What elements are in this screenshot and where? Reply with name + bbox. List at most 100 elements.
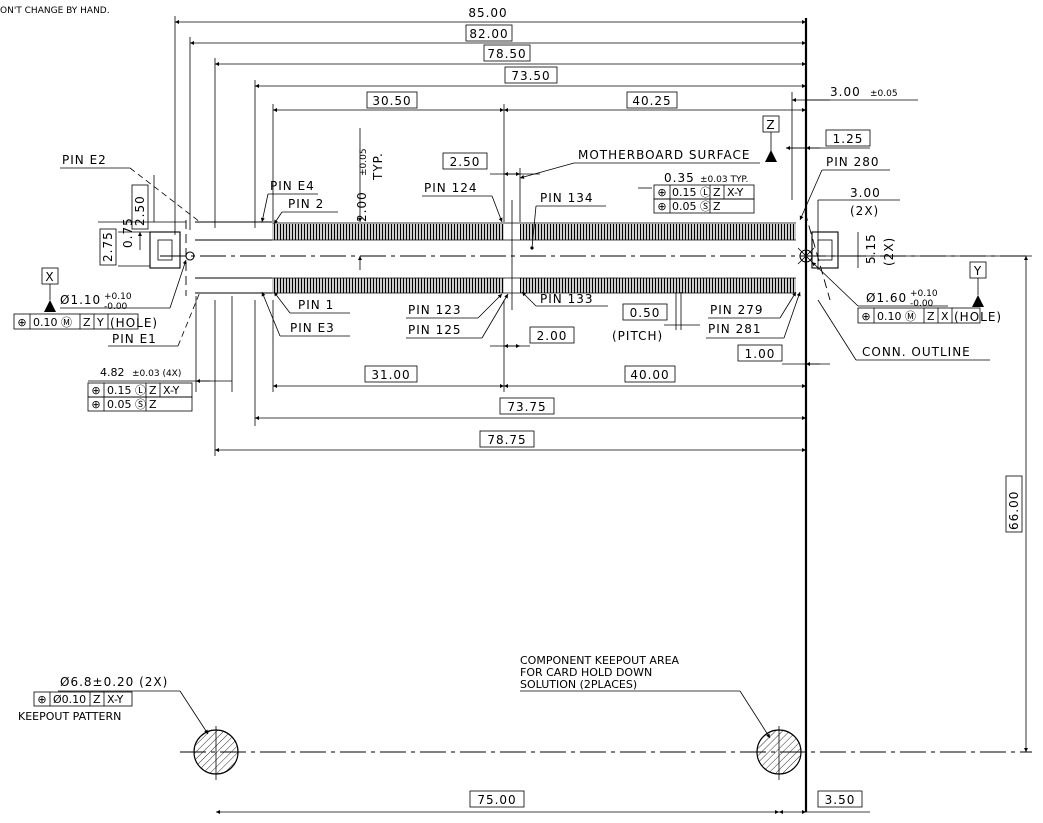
svg-text:0.05 Ⓢ: 0.05 Ⓢ <box>672 200 711 213</box>
svg-text:0.15 Ⓛ: 0.15 Ⓛ <box>107 384 146 397</box>
svg-text:Z: Z <box>83 316 91 329</box>
hole-left-tol-plus: +0.10 <box>104 292 132 302</box>
dim-2-50: 2.50 <box>450 155 481 169</box>
hole-right-tol-minus: -0.00 <box>910 299 934 309</box>
label-motherboard-surface: MOTHERBOARD SURFACE <box>578 148 750 162</box>
dim-3-50: 3.50 <box>825 793 856 807</box>
datum-y: Y <box>973 264 982 278</box>
dim-40-00: 40.00 <box>630 368 669 382</box>
header-note: ON'T CHANGE BY HAND. <box>0 6 110 16</box>
label-pin-133: PIN 133 <box>540 292 593 306</box>
label-pin-134: PIN 134 <box>540 191 593 205</box>
dim-2-00-v: 2.00 <box>355 191 369 222</box>
label-pin-124: PIN 124 <box>424 181 477 195</box>
keepout-pattern: KEEPOUT PATTERN <box>18 710 121 723</box>
keepout-dia: Ø6.8±0.20 (2X) <box>60 675 168 689</box>
hole-right-dia: Ø1.60 <box>866 291 907 305</box>
svg-text:Z: Z <box>713 186 721 199</box>
svg-text:Z: Z <box>149 398 157 411</box>
svg-text:X-Y: X-Y <box>107 693 124 706</box>
svg-text:Z: Z <box>149 384 157 397</box>
hole-right-word: (HOLE) <box>954 310 1002 324</box>
dim-2x-a: (2X) <box>850 204 879 218</box>
label-pin-1: PIN 1 <box>298 298 334 312</box>
svg-text:⊕: ⊕ <box>91 384 100 397</box>
dim-0-35: 0.35 <box>664 171 695 185</box>
fcf-pitch: ⊕ 0.15 Ⓛ Z X-Y ⊕ 0.05 Ⓢ Z <box>653 184 755 214</box>
svg-text:0.05 Ⓢ: 0.05 Ⓢ <box>107 398 146 411</box>
keepout-title-3: SOLUTION (2PLACES) <box>520 678 637 691</box>
dim-82: 82.00 <box>469 27 508 41</box>
svg-text:0.10 Ⓜ: 0.10 Ⓜ <box>877 310 916 323</box>
dim-2-75: 2.75 <box>101 231 115 262</box>
fcf-e-pins: ⊕ 0.15 Ⓛ Z X-Y ⊕ 0.05 Ⓢ Z <box>87 382 193 412</box>
hole-right-tol-plus: +0.10 <box>910 289 938 299</box>
svg-text:⊕: ⊕ <box>91 398 100 411</box>
dim-30-50: 30.50 <box>372 94 411 108</box>
dim-31-00: 31.00 <box>371 368 410 382</box>
dim-1-25: 1.25 <box>833 132 864 146</box>
svg-text:X: X <box>941 310 949 323</box>
label-pin-e4: PIN E4 <box>270 179 315 193</box>
fcf-keepout: ⊕ Ø0.10 Z X-Y <box>33 691 133 707</box>
dim-85: 85.00 <box>468 6 507 20</box>
svg-text:X-Y: X-Y <box>727 186 744 199</box>
hole-left-dia: Ø1.10 <box>60 293 101 307</box>
dim-66-00: 66.00 <box>1007 491 1021 530</box>
svg-text:Y: Y <box>96 316 104 329</box>
svg-text:⊕: ⊕ <box>37 693 46 706</box>
connector-body <box>149 200 1030 310</box>
svg-text:Z: Z <box>927 310 935 323</box>
dim-40-25: 40.25 <box>632 94 671 108</box>
svg-text:⊕: ⊕ <box>657 186 666 199</box>
typ-label: TYP. <box>371 152 385 181</box>
keepout-title-2: FOR CARD HOLD DOWN <box>520 666 652 679</box>
dim-4-82: 4.82 <box>100 366 125 379</box>
keepout-title-1: COMPONENT KEEPOUT AREA <box>520 654 680 667</box>
dim-0-35-tol: ±0.03 TYP. <box>700 175 748 185</box>
dim-0-75: 0.75 <box>121 217 135 248</box>
svg-text:Z: Z <box>713 200 721 213</box>
dim-2-50-v: 2.50 <box>133 195 147 226</box>
dim-73-50: 73.50 <box>511 69 550 83</box>
svg-text:⊕: ⊕ <box>861 310 870 323</box>
svg-text:Ø0.10: Ø0.10 <box>53 693 86 706</box>
svg-text:0.15 Ⓛ: 0.15 Ⓛ <box>672 186 711 199</box>
pitch-label: (PITCH) <box>612 329 663 343</box>
dim-3-00-a: 3.00 <box>830 85 861 99</box>
dim-4-82-tol: ±0.03 (4X) <box>132 369 181 379</box>
fcf-left-hole: ⊕ 0.10 Ⓜ Z Y <box>13 313 139 330</box>
svg-text:Z: Z <box>93 693 101 706</box>
dim-73-75: 73.75 <box>507 400 546 414</box>
label-pin-123: PIN 123 <box>408 303 461 317</box>
datum-z: Z <box>766 118 775 132</box>
svg-text:⊕: ⊕ <box>17 316 26 329</box>
datum-x: X <box>45 270 54 284</box>
dim-2-00-v-tol: ±0.05 <box>359 148 369 176</box>
label-pin-2: PIN 2 <box>288 197 324 211</box>
dim-75-00: 75.00 <box>477 793 516 807</box>
label-pin-281: PIN 281 <box>708 322 761 336</box>
dim-5-15: 5.15 <box>864 233 878 264</box>
top-dimensions <box>174 16 806 235</box>
hole-left-word: (HOLE) <box>110 316 158 330</box>
dim-3-00-b: 3.00 <box>850 186 881 200</box>
svg-text:X-Y: X-Y <box>163 384 180 397</box>
dim-2-00-b: 2.00 <box>537 329 568 343</box>
label-pin-e2: PIN E2 <box>62 153 107 167</box>
label-pin-280: PIN 280 <box>826 155 879 169</box>
dim-1-00: 1.00 <box>745 347 776 361</box>
dim-0-50: 0.50 <box>630 306 661 320</box>
dim-3-00-a-tol: ±0.05 <box>870 89 898 99</box>
label-pin-125: PIN 125 <box>408 323 461 337</box>
dim-2x-b: (2X) <box>882 237 896 266</box>
label-conn-outline: CONN. OUTLINE <box>862 345 971 359</box>
label-pin-279: PIN 279 <box>710 303 763 317</box>
fcf-right-hole: ⊕ 0.10 Ⓜ Z X <box>857 307 981 324</box>
dim-78-75: 78.75 <box>487 433 526 447</box>
dim-78-50: 78.50 <box>487 47 526 61</box>
label-pin-e1: PIN E1 <box>112 332 157 346</box>
label-pin-e3: PIN E3 <box>290 321 335 335</box>
